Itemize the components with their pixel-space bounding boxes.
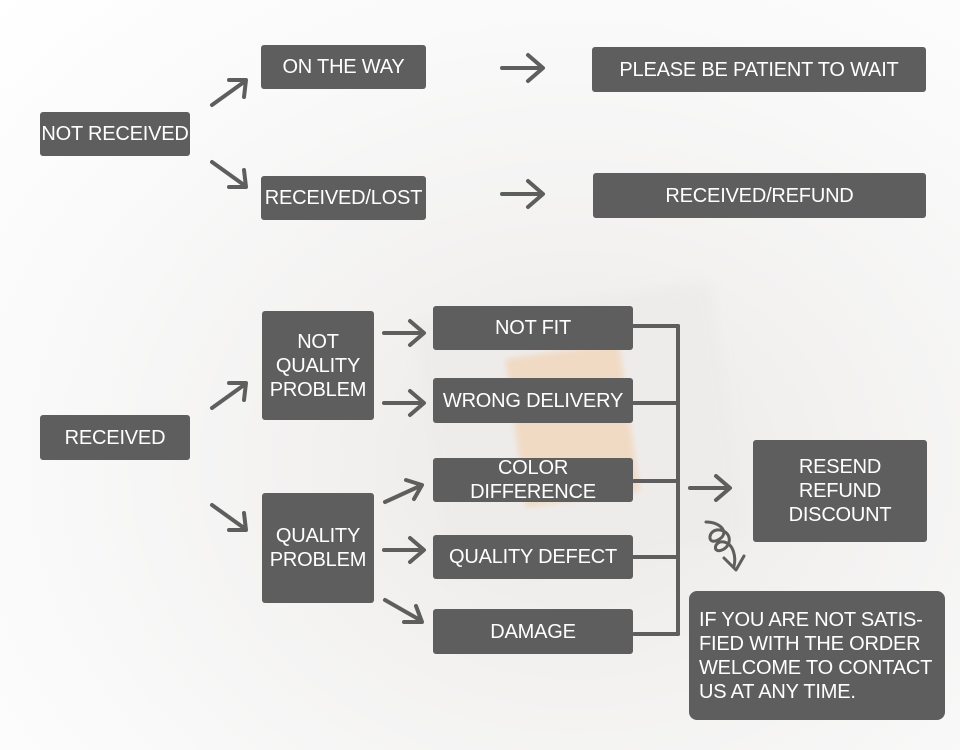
arrow-to-damage	[383, 598, 424, 624]
arrow-to-received-refund	[500, 179, 545, 209]
not-fit-box: NOT FIT	[433, 306, 633, 350]
curly-arrow-icon	[704, 520, 746, 572]
arrow-to-not-quality-problem	[210, 381, 248, 410]
contact-note-box: IF YOU ARE NOT SATIS- FIED WITH THE ORDE…	[689, 591, 945, 720]
arrow-to-quality-problem	[210, 503, 248, 532]
wrong-delivery-box: WRONG DELIVERY	[433, 378, 633, 423]
color-difference-box: COLOR DIFFERENCE	[433, 457, 633, 503]
not-received-box: NOT RECEIVED	[40, 112, 190, 156]
received-refund-box: RECEIVED/REFUND	[593, 173, 926, 218]
arrow-to-resolution	[688, 474, 732, 502]
arrow-to-wrong-delivery	[382, 389, 426, 417]
arrow-to-color-difference	[383, 478, 424, 504]
received-box: RECEIVED	[40, 415, 190, 460]
arrow-to-received-lost	[210, 160, 248, 189]
arrow-to-not-fit	[382, 319, 426, 347]
resolution-box: RESEND REFUND DISCOUNT	[753, 440, 927, 542]
not-quality-problem-box: NOT QUALITY PROBLEM	[262, 311, 374, 420]
received-lost-box: RECEIVED/LOST	[261, 176, 426, 220]
category-bracket	[632, 324, 680, 636]
arrow-to-please-wait	[500, 53, 545, 83]
please-be-patient-box: PLEASE BE PATIENT TO WAIT	[592, 47, 926, 92]
quality-problem-box: QUALITY PROBLEM	[262, 493, 374, 603]
arrow-to-on-the-way	[210, 78, 248, 107]
damage-box: DAMAGE	[433, 609, 633, 654]
on-the-way-box: ON THE WAY	[261, 45, 426, 89]
quality-defect-box: QUALITY DEFECT	[433, 535, 633, 579]
arrow-to-quality-defect	[382, 536, 426, 564]
